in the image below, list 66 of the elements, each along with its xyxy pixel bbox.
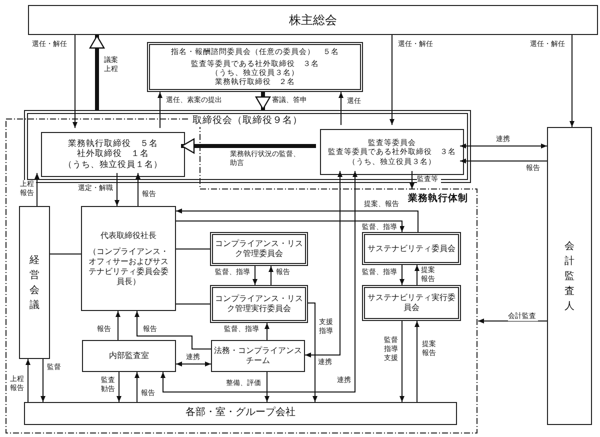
box-title: 会計監査人 (564, 240, 575, 314)
org-box (362, 285, 461, 321)
arrow (114, 172, 120, 206)
arrow (158, 92, 162, 128)
arrow (176, 362, 212, 366)
org-box (41, 132, 185, 177)
arrow (72, 34, 78, 128)
box-title: 内部監査室 (109, 351, 149, 361)
arrow (176, 220, 404, 232)
org-box (320, 129, 464, 175)
box-title: コンプライアンス・リスク管理実行委員会 (214, 294, 304, 314)
box-title: 経営会議 (29, 254, 40, 312)
arrow (264, 322, 270, 340)
arrow (390, 34, 394, 126)
org-box (211, 340, 305, 372)
arrow (176, 208, 418, 232)
org-box (362, 232, 461, 265)
block-arrow (181, 138, 316, 154)
arrow (26, 358, 30, 402)
box-title: コンプライアンス・リスク管理委員会 (214, 239, 304, 259)
box-title: サステナビリティ委員会 (368, 244, 456, 254)
arrow (414, 320, 420, 402)
arrow (400, 320, 404, 402)
org-box (24, 402, 457, 425)
arrow (136, 172, 140, 206)
org-box (210, 232, 308, 266)
arrow (134, 310, 212, 350)
arrow (400, 264, 404, 286)
block-arrow (255, 92, 271, 110)
arrow (414, 264, 420, 286)
box-text: （うち、独立役員１名） (64, 160, 162, 170)
arrow (460, 158, 548, 164)
arrow (570, 34, 574, 128)
connector-line (176, 248, 210, 250)
arrow (268, 266, 274, 286)
box-text: （コンプライアンス・オフィサーおよびサステナビリティ委員会委員長） (88, 246, 168, 286)
org-box (19, 206, 50, 359)
arrow (160, 170, 358, 392)
arrow (338, 92, 344, 126)
block-arrow (89, 35, 105, 110)
box-title: 各部・室・グループ会社 (186, 407, 296, 420)
arrow (308, 302, 318, 402)
box-title: 法務・コンプライアンスチーム (213, 346, 303, 366)
arrow (460, 144, 548, 148)
arrow (134, 372, 140, 402)
box-title: サステナビリティ実行委員会 (366, 293, 456, 313)
org-box (82, 340, 176, 372)
arrow (478, 318, 548, 324)
box-title: 代表取締役社長 (100, 230, 156, 240)
region-title: 業務執行体制 (406, 192, 470, 205)
org-box (210, 285, 308, 323)
box-text: 社外取締役 １名 (77, 149, 149, 160)
org-box (81, 206, 176, 311)
org-box (28, 5, 598, 35)
arrow (252, 266, 258, 286)
arrow (264, 372, 270, 402)
arrow (116, 372, 122, 402)
arrow (116, 310, 120, 340)
arrow (410, 170, 414, 190)
org-box (147, 42, 363, 92)
box-title: 株主総会 (289, 12, 337, 28)
org-box (547, 127, 592, 425)
box-title: 業務執行取締役 ５名 (68, 138, 158, 149)
arrow (40, 358, 46, 402)
arrow (304, 170, 342, 358)
arrow (34, 172, 40, 206)
